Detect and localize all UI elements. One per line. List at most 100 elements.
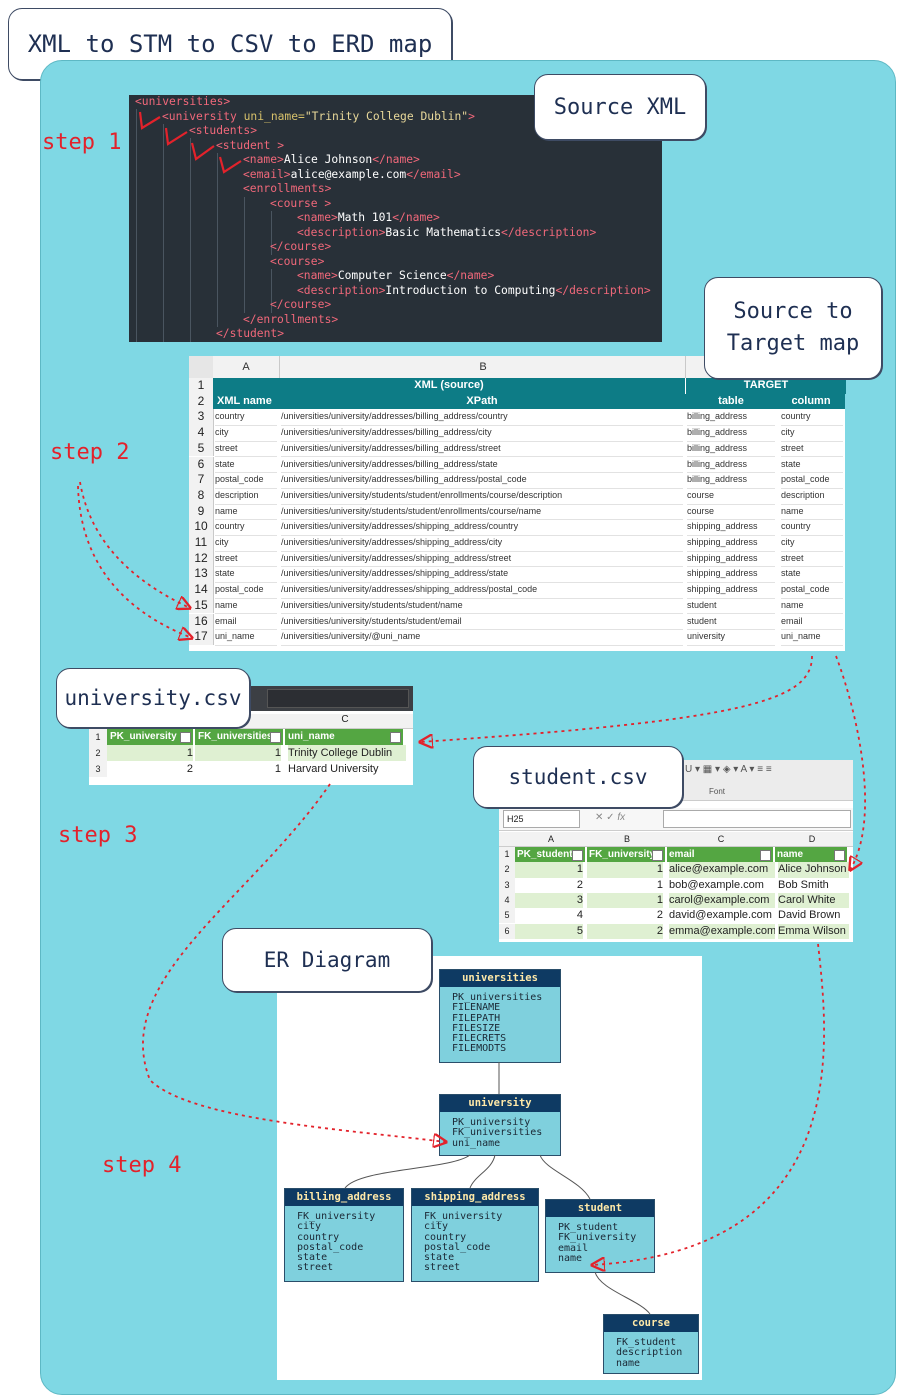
cell-xml-name[interactable]: city [215,535,277,552]
cell-name[interactable]: David Brown [778,909,841,922]
name-box[interactable]: H25 [503,810,580,828]
cell-table[interactable]: shipping_address [687,551,775,568]
filter-dropdown-icon[interactable] [834,850,845,861]
cell-column[interactable]: street [781,441,843,458]
cell-column[interactable]: uni_name [781,629,843,646]
cell-pk[interactable]: 1 [107,745,193,761]
cell-table[interactable]: shipping_address [687,519,775,536]
column-header[interactable]: PK_university [107,729,194,745]
column-header[interactable]: name [775,847,848,863]
fx-icon[interactable]: ✕ ✓ fx [595,812,626,823]
cell-fk[interactable]: 1 [587,892,663,909]
cell-table[interactable]: course [687,488,775,505]
filter-dropdown-icon[interactable] [652,850,663,861]
underline-icon[interactable]: U ▾ ▦ ▾ ◈ ▾ A ▾ ≡ ≡ [685,764,772,775]
cell-column[interactable]: description [781,488,843,505]
cell-fk[interactable]: 1 [274,763,281,775]
cell-xpath[interactable]: /universities/university/addresses/shipp… [281,519,683,536]
cell-email[interactable]: alice@example.com [669,862,775,878]
cell-name[interactable]: Bob Smith [778,878,829,891]
filter-dropdown-icon[interactable] [572,850,583,861]
cell-pk[interactable]: 1 [515,862,583,878]
cell-xpath[interactable]: /universities/university/addresses/billi… [281,457,683,474]
cell-name[interactable]: Alice Johnson [778,862,849,878]
cell-email[interactable]: david@example.com [669,909,772,922]
cell-xpath[interactable]: /universities/university/addresses/billi… [281,425,683,442]
cell-email[interactable]: emma@example.com [669,923,775,939]
cell-column[interactable]: city [781,425,843,442]
filter-dropdown-icon[interactable] [180,732,191,743]
cell-column[interactable]: postal_code [781,472,843,489]
cell-pk[interactable]: 2 [186,763,193,775]
cell-table[interactable]: billing_address [687,457,775,474]
filter-dropdown-icon[interactable] [270,732,281,743]
cell-xpath[interactable]: /universities/university/@uni_name [281,629,683,646]
cell-table[interactable]: billing_address [687,472,775,489]
cell-xpath[interactable]: /universities/university/addresses/shipp… [281,566,683,584]
cell-xpath[interactable]: /universities/university/students/studen… [281,488,683,505]
cell-xml-name[interactable]: email [215,614,277,631]
cell-table[interactable]: student [687,614,775,631]
cell-table[interactable]: university [687,629,775,646]
cell-table[interactable]: student [687,598,775,615]
column-header[interactable]: email [667,847,774,863]
cell-uni-name[interactable]: Harvard University [288,763,379,775]
cell-column[interactable]: state [781,457,843,474]
cell-xml-name[interactable]: state [215,457,277,474]
cell-column[interactable]: country [781,409,843,427]
cell-xpath[interactable]: /universities/university/addresses/shipp… [281,535,683,552]
column-header[interactable]: FK_universities [195,729,284,745]
cell-column[interactable]: city [781,535,843,552]
cell-xpath[interactable]: /universities/university/addresses/shipp… [281,582,683,599]
cell-xml-name[interactable]: city [215,425,277,442]
cell-table[interactable]: shipping_address [687,566,775,584]
cell-pk[interactable]: 3 [515,892,583,909]
cell-table[interactable]: billing_address [687,441,775,458]
cell-xml-name[interactable]: postal_code [215,582,277,599]
cell-column[interactable]: postal_code [781,582,843,599]
cell-table[interactable]: billing_address [687,409,775,427]
cell-uni-name[interactable]: Trinity College Dublin [288,745,406,761]
cell-table[interactable]: course [687,504,775,521]
cell-xml-name[interactable]: country [215,409,277,427]
cell-xml-name[interactable]: country [215,519,277,536]
cell-xml-name[interactable]: street [215,551,277,568]
cell-column[interactable]: state [781,566,843,584]
column-header[interactable]: PK_student [515,847,586,863]
cell-xml-name[interactable]: name [215,504,277,521]
cell-xpath[interactable]: /universities/university/addresses/shipp… [281,551,683,568]
cell-xml-name[interactable]: street [215,441,277,458]
cell-column[interactable]: country [781,519,843,536]
cell-column[interactable]: name [781,598,843,615]
cell-table[interactable]: shipping_address [687,582,775,599]
column-header[interactable]: FK_university [587,847,666,863]
cell-name[interactable]: Carol White [778,892,849,909]
cell-column[interactable]: street [781,551,843,568]
cell-xpath[interactable]: /universities/university/addresses/billi… [281,441,683,458]
cell-xml-name[interactable]: postal_code [215,472,277,489]
cell-fk[interactable]: 1 [587,862,663,878]
cell-xpath[interactable]: /universities/university/students/studen… [281,598,683,615]
cell-xml-name[interactable]: name [215,598,277,615]
cell-pk[interactable]: 4 [576,909,583,922]
cell-fk[interactable]: 2 [587,923,663,939]
cell-xpath[interactable]: /universities/university/students/studen… [281,614,683,631]
column-header[interactable]: uni_name [285,729,404,745]
cell-pk[interactable]: 5 [515,923,583,939]
cell-email[interactable]: bob@example.com [669,878,764,891]
cell-pk[interactable]: 2 [576,878,583,891]
cell-fk[interactable]: 1 [656,878,663,891]
cell-column[interactable]: name [781,504,843,521]
cell-xpath[interactable]: /universities/university/addresses/billi… [281,472,683,489]
filter-dropdown-icon[interactable] [390,732,401,743]
cell-column[interactable]: email [781,614,843,631]
cell-xpath[interactable]: /universities/university/addresses/billi… [281,409,683,427]
cell-xml-name[interactable]: description [215,488,277,505]
cell-table[interactable]: billing_address [687,425,775,442]
cell-xml-name[interactable]: state [215,566,277,584]
formula-bar[interactable] [663,810,851,828]
cell-xpath[interactable]: /universities/university/students/studen… [281,504,683,521]
filter-dropdown-icon[interactable] [760,850,771,861]
cell-table[interactable]: shipping_address [687,535,775,552]
cell-fk[interactable]: 2 [656,909,663,922]
